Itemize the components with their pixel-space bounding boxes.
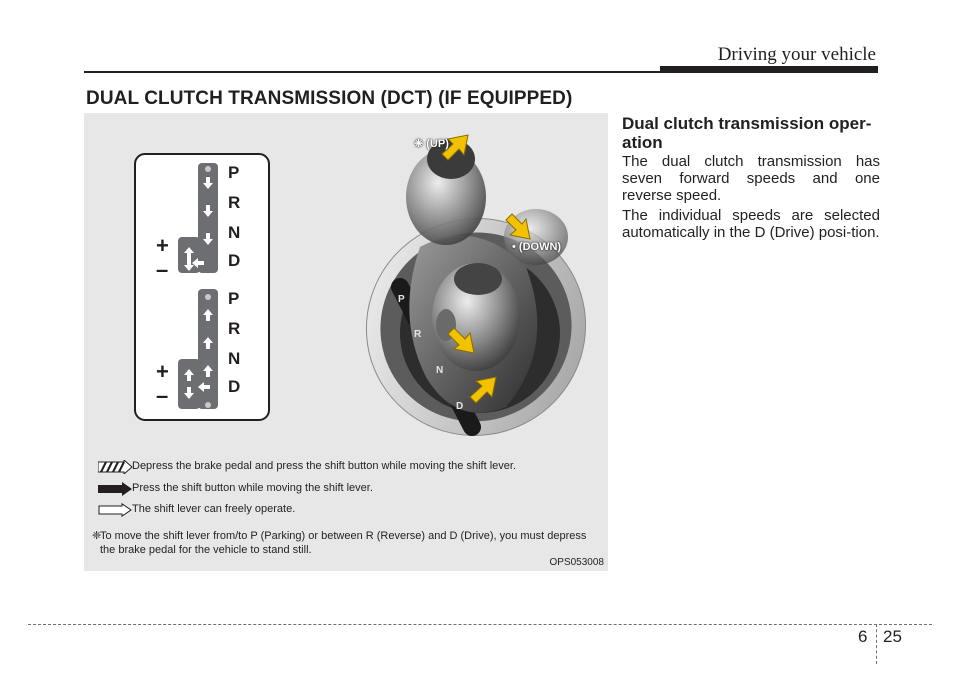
gate-letter-n: N xyxy=(228,349,241,368)
gate-track-upper xyxy=(198,163,218,273)
hatched-arrow-icon xyxy=(98,460,133,474)
footer-divider xyxy=(876,624,877,664)
legend-text: Press the shift button while moving the … xyxy=(132,482,373,494)
header-rule xyxy=(84,71,664,73)
note-text: To move the shift lever from/to P (Parki… xyxy=(100,530,587,556)
chapter-number: 6 xyxy=(858,627,868,646)
minus-sign: – xyxy=(156,257,169,282)
bezel-letter-p: P xyxy=(398,294,405,305)
bezel-letter-d: D xyxy=(456,401,463,412)
legend-row-button: Press the shift button while moving the … xyxy=(98,482,598,500)
minus-sign: – xyxy=(156,383,169,408)
paragraph-automatic: The individual speeds are selected autom… xyxy=(622,207,880,241)
paragraph-speeds: The dual clutch transmission has seven f… xyxy=(622,153,880,204)
legend-row-brake: Depress the brake pedal and press the sh… xyxy=(98,460,598,478)
shift-lever-illustration: P R N D xyxy=(365,134,587,436)
gate-letter-n: N xyxy=(228,223,241,242)
section-title: DUAL CLUTCH TRANSMISSION (DCT) (IF EQUIP… xyxy=(86,88,573,109)
figure-dct-shift-pattern: P R N D + – P R N D + – xyxy=(84,113,608,571)
outline-arrow-icon xyxy=(98,503,132,517)
shift-gate-diagram: P R N D + – P R N D + – xyxy=(134,153,270,421)
gate-letter-r: R xyxy=(228,193,241,212)
footer-rule xyxy=(28,624,932,625)
subsection-heading: Dual clutch transmission oper-ation xyxy=(622,114,872,152)
gate-arrows xyxy=(184,166,213,408)
down-label: • (DOWN) xyxy=(512,241,562,253)
up-label: ❈ (UP) xyxy=(414,138,449,150)
plus-sign: + xyxy=(156,233,169,258)
legend-text: Depress the brake pedal and press the sh… xyxy=(132,460,516,472)
legend-text: The shift lever can freely operate. xyxy=(132,503,296,515)
gate-track-manual-lower xyxy=(178,359,200,409)
gate-letter-r: R xyxy=(228,319,241,338)
gate-letter-p: P xyxy=(228,163,240,182)
bezel-letter-n: N xyxy=(436,365,443,376)
gate-letter-p: P xyxy=(228,289,240,308)
bezel-letter-r: R xyxy=(414,329,422,340)
solid-arrow-icon xyxy=(98,482,132,496)
gate-letter-d: D xyxy=(228,251,241,270)
figure-note: ❈ To move the shift lever from/to P (Par… xyxy=(92,529,602,557)
gate-letter-d: D xyxy=(228,377,241,396)
legend-row-free: The shift lever can freely operate. xyxy=(98,503,598,521)
header-rule-thick xyxy=(660,66,878,73)
plus-sign: + xyxy=(156,359,169,384)
figure-code: OPS053008 xyxy=(549,557,605,568)
bezel-gate-letters: P R N D xyxy=(398,294,463,412)
running-header: Driving your vehicle xyxy=(717,44,876,65)
note-symbol: ❈ xyxy=(92,530,102,542)
page-number: 25 xyxy=(883,627,902,646)
